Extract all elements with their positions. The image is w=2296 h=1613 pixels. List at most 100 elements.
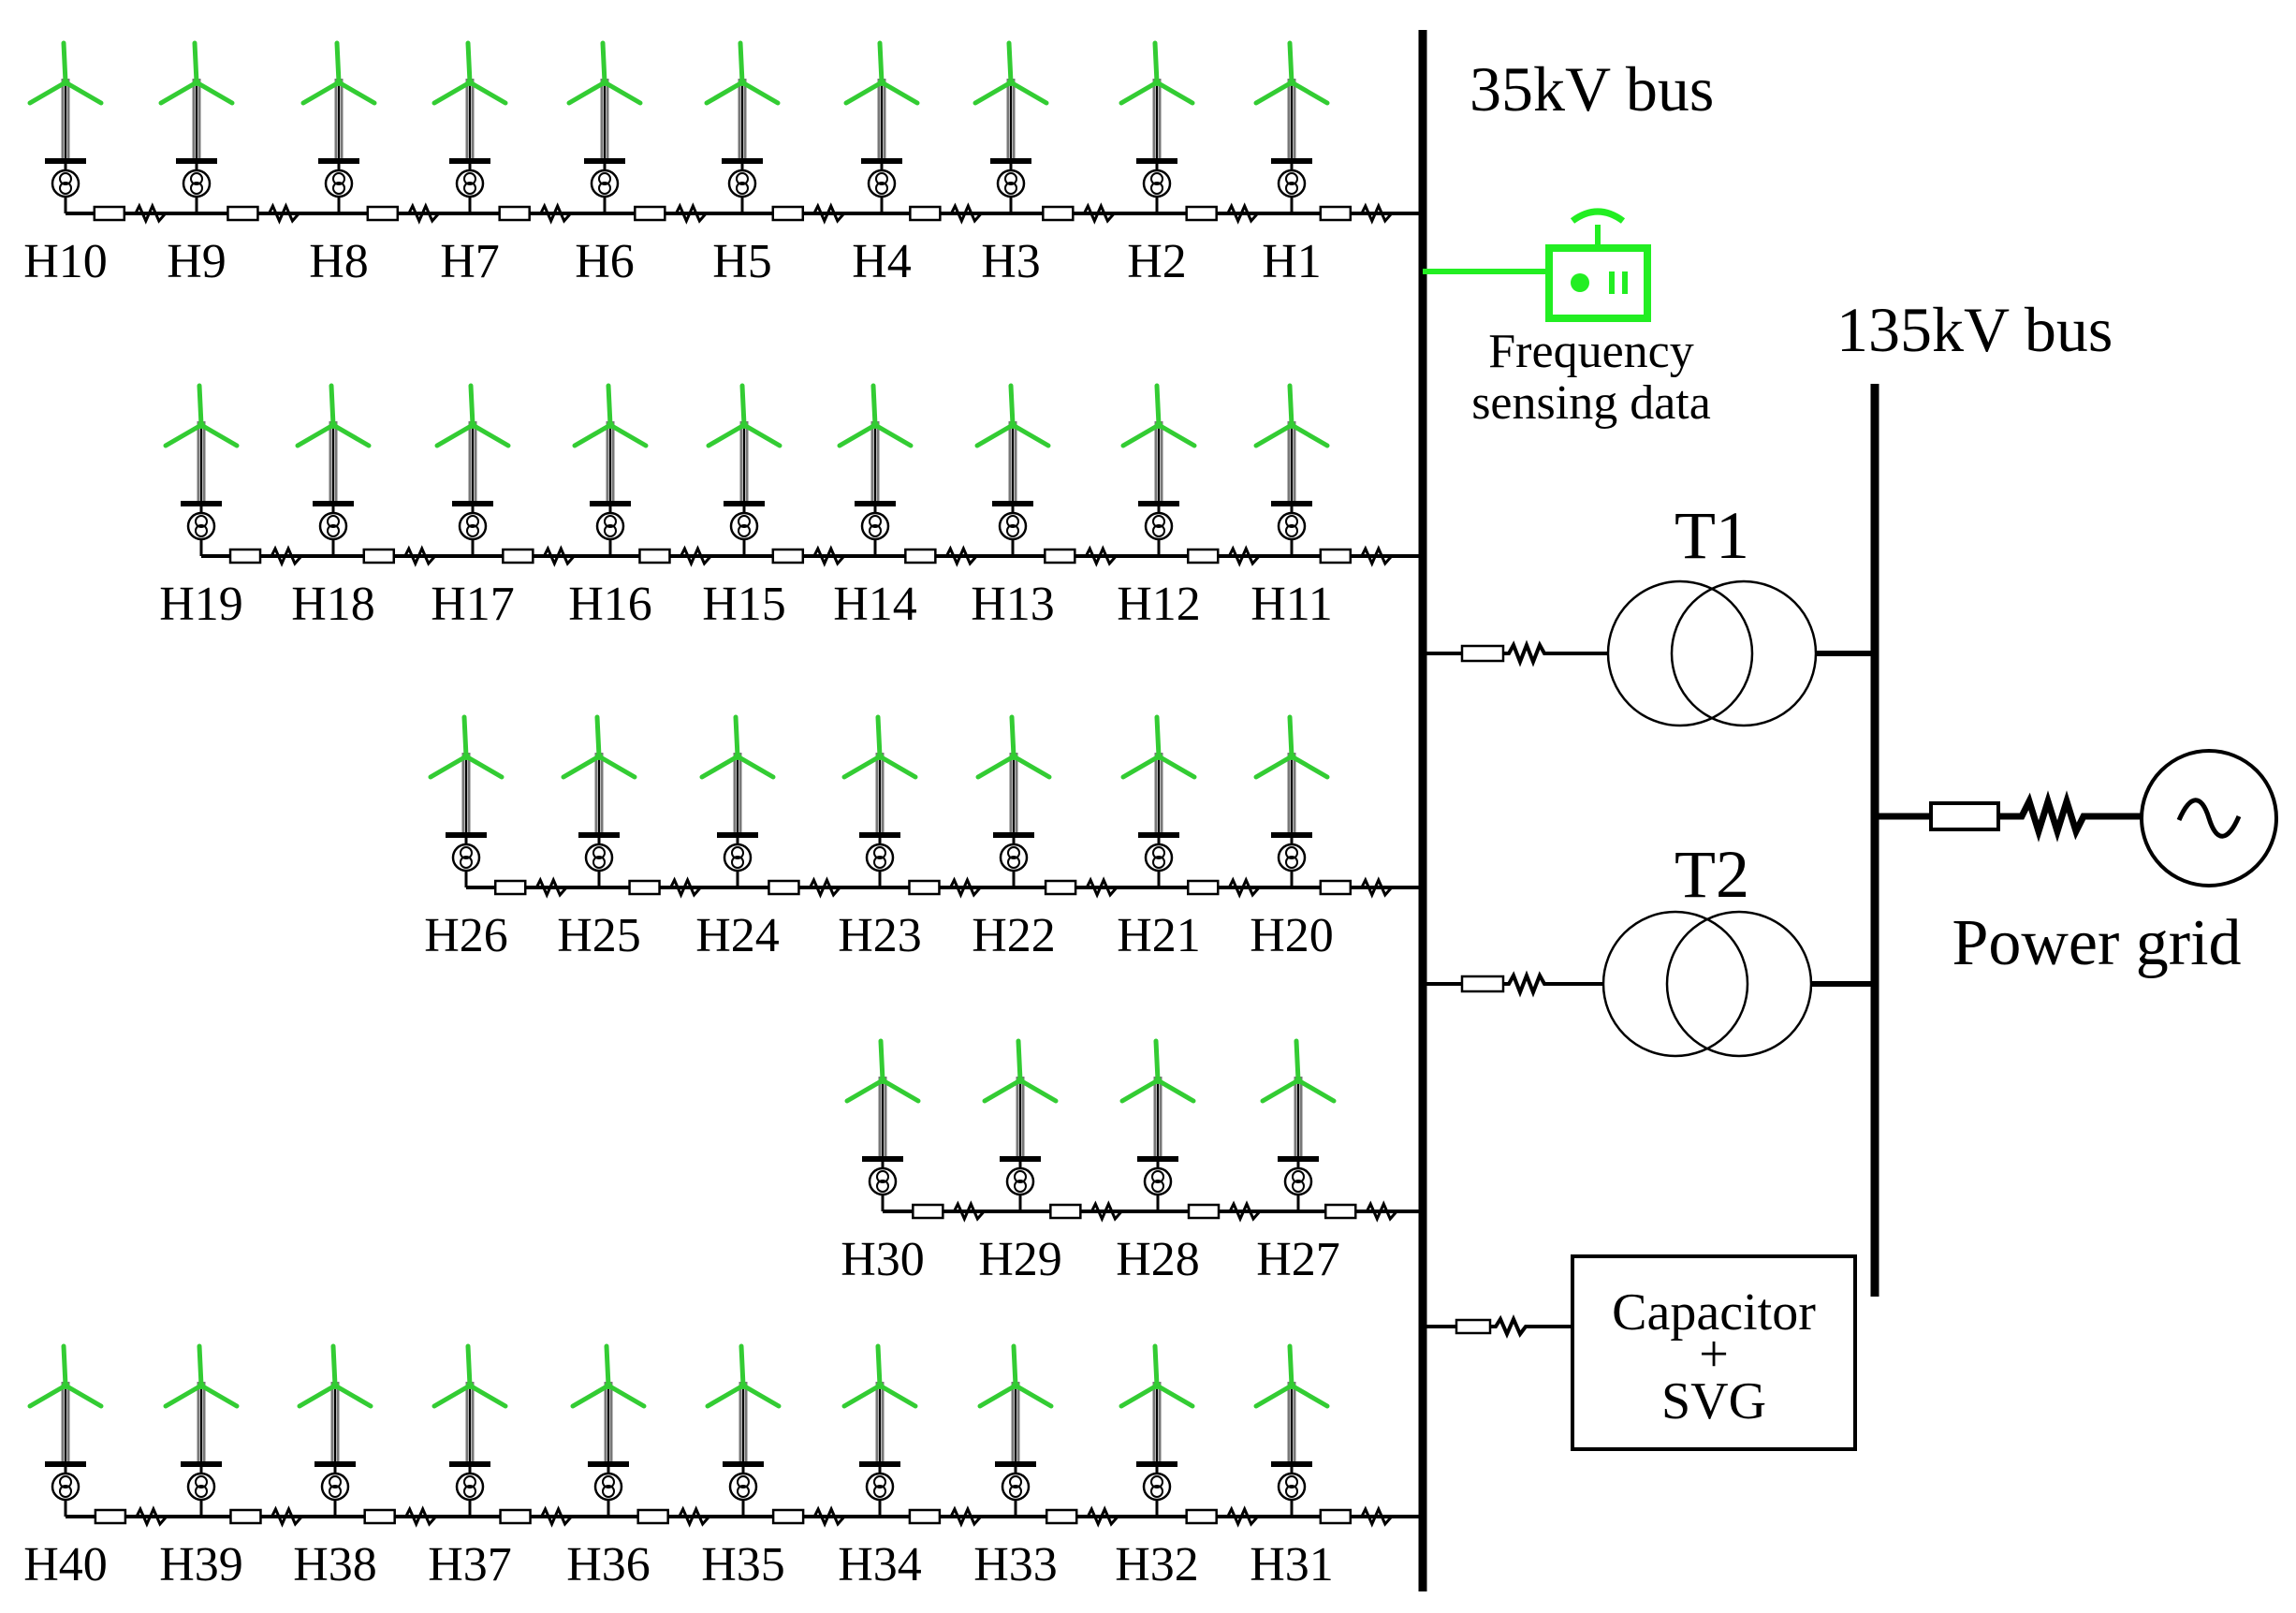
wind-turbine-icon [573, 1346, 644, 1517]
turbine-label-h13: H13 [971, 578, 1055, 631]
wind-turbine-icon [844, 1346, 915, 1517]
power-grid-label: Power grid [1952, 907, 2241, 979]
wind-turbine-icon [1256, 717, 1327, 887]
turbine-label-h16: H16 [568, 578, 652, 631]
line-resistance [1082, 202, 1116, 225]
turbine-label-h4: H4 [852, 235, 912, 288]
plus-label: + [1699, 1326, 1729, 1384]
wind-turbine-icon [1121, 43, 1192, 213]
wind-turbine-icon [1122, 1041, 1193, 1211]
turbine-label-h5: H5 [712, 235, 772, 288]
line-resistance [812, 202, 845, 225]
turbine-label-h3: H3 [981, 235, 1041, 288]
svg-label: SVG [1661, 1372, 1766, 1430]
wind-turbine-icon [1121, 1346, 1192, 1517]
wind-turbine-icon [1256, 386, 1327, 556]
turbine-label-h1: H1 [1262, 235, 1322, 288]
line-impedance [1319, 205, 1353, 222]
line-impedance [1319, 1508, 1353, 1525]
sensing-label-line1: Frequency [1488, 325, 1693, 378]
line-resistance [540, 1505, 573, 1528]
line-impedance [362, 548, 396, 565]
line-resistance [1090, 1200, 1123, 1223]
line-resistance [271, 1505, 303, 1528]
wind-turbine-icon [840, 386, 911, 556]
wind-turbine-icon [30, 1346, 101, 1517]
line-resistance [812, 1505, 846, 1528]
line-impedance [1042, 205, 1075, 222]
wind-turbine-icon [161, 43, 232, 213]
line-resistance [1086, 1505, 1119, 1528]
turbine-label-h25: H25 [557, 909, 641, 962]
line-impedance [771, 205, 805, 222]
turbine-label-h39: H39 [159, 1538, 243, 1591]
line-resistance [135, 1505, 168, 1528]
line-resistance [1360, 876, 1393, 899]
sensing-label-line2: sensing data [1471, 376, 1711, 430]
line-resistance [1228, 1200, 1262, 1223]
turbine-label-h32: H32 [1115, 1538, 1199, 1591]
line-resistance [812, 545, 845, 567]
line-impedance [1319, 548, 1353, 565]
turbine-label-h26: H26 [424, 909, 508, 962]
line-impedance [499, 1508, 532, 1525]
line-impedance [1187, 1203, 1221, 1220]
bus-35kv-label: 35kV bus [1470, 53, 1714, 125]
turbine-label-h35: H35 [701, 1538, 785, 1591]
turbine-label-h10: H10 [23, 235, 108, 288]
turbine-label-h2: H2 [1127, 235, 1187, 288]
turbine-label-h34: H34 [838, 1538, 922, 1591]
wind-turbine-icon [434, 1346, 505, 1517]
line-impedance [1186, 879, 1220, 896]
ac-source-icon [2140, 749, 2278, 887]
line-impedance [908, 879, 941, 896]
wind-turbine-icon [563, 717, 635, 887]
frequency-sensor-icon [1423, 208, 1651, 322]
line-impedance [493, 879, 527, 896]
line-resistance [539, 202, 572, 225]
line-resistance [950, 202, 983, 225]
line-impedance [1044, 879, 1077, 896]
line-impedance [636, 1508, 669, 1525]
wind-turbine-icon [434, 43, 505, 213]
turbine-label-h27: H27 [1256, 1233, 1340, 1286]
turbine-label-h24: H24 [695, 909, 780, 962]
wind-turbine-icon [575, 386, 646, 556]
turbine-label-h28: H28 [1116, 1233, 1200, 1286]
line-resistance [542, 545, 576, 567]
compensation-branch [1423, 1254, 1857, 1451]
turbine-label-h33: H33 [973, 1538, 1058, 1591]
turbine-label-h36: H36 [566, 1538, 651, 1591]
wind-turbine-icon [977, 386, 1048, 556]
turbine-label-h11: H11 [1250, 578, 1333, 631]
line-resistance [680, 545, 712, 567]
wind-turbine-icon [707, 43, 778, 213]
wind-turbine-icon [1256, 1346, 1327, 1517]
wind-turbine-icon [709, 386, 780, 556]
line-impedance [909, 205, 942, 222]
turbine-label-h12: H12 [1117, 578, 1201, 631]
line-resistance [944, 545, 978, 567]
line-impedance [227, 205, 259, 222]
turbine-label-h38: H38 [293, 1538, 377, 1591]
line-resistance [270, 545, 303, 567]
wind-turbine-icon [847, 1041, 918, 1211]
line-impedance [1185, 205, 1218, 222]
line-impedance [904, 548, 937, 565]
turbine-label-h23: H23 [838, 909, 922, 962]
line-impedance [1044, 548, 1076, 565]
turbine-label-h19: H19 [159, 578, 243, 631]
line-resistance [134, 202, 167, 225]
turbine-label-h17: H17 [431, 578, 515, 631]
line-resistance [952, 1200, 986, 1223]
wind-turbine-icon [300, 1346, 371, 1517]
line-resistance [404, 1505, 437, 1528]
line-resistance [1360, 202, 1393, 225]
turbine-label-h7: H7 [440, 235, 500, 288]
line-resistance [674, 202, 708, 225]
line-impedance [908, 1508, 942, 1525]
wind-turbine-icon [1123, 717, 1194, 887]
line-resistance [678, 1505, 710, 1528]
